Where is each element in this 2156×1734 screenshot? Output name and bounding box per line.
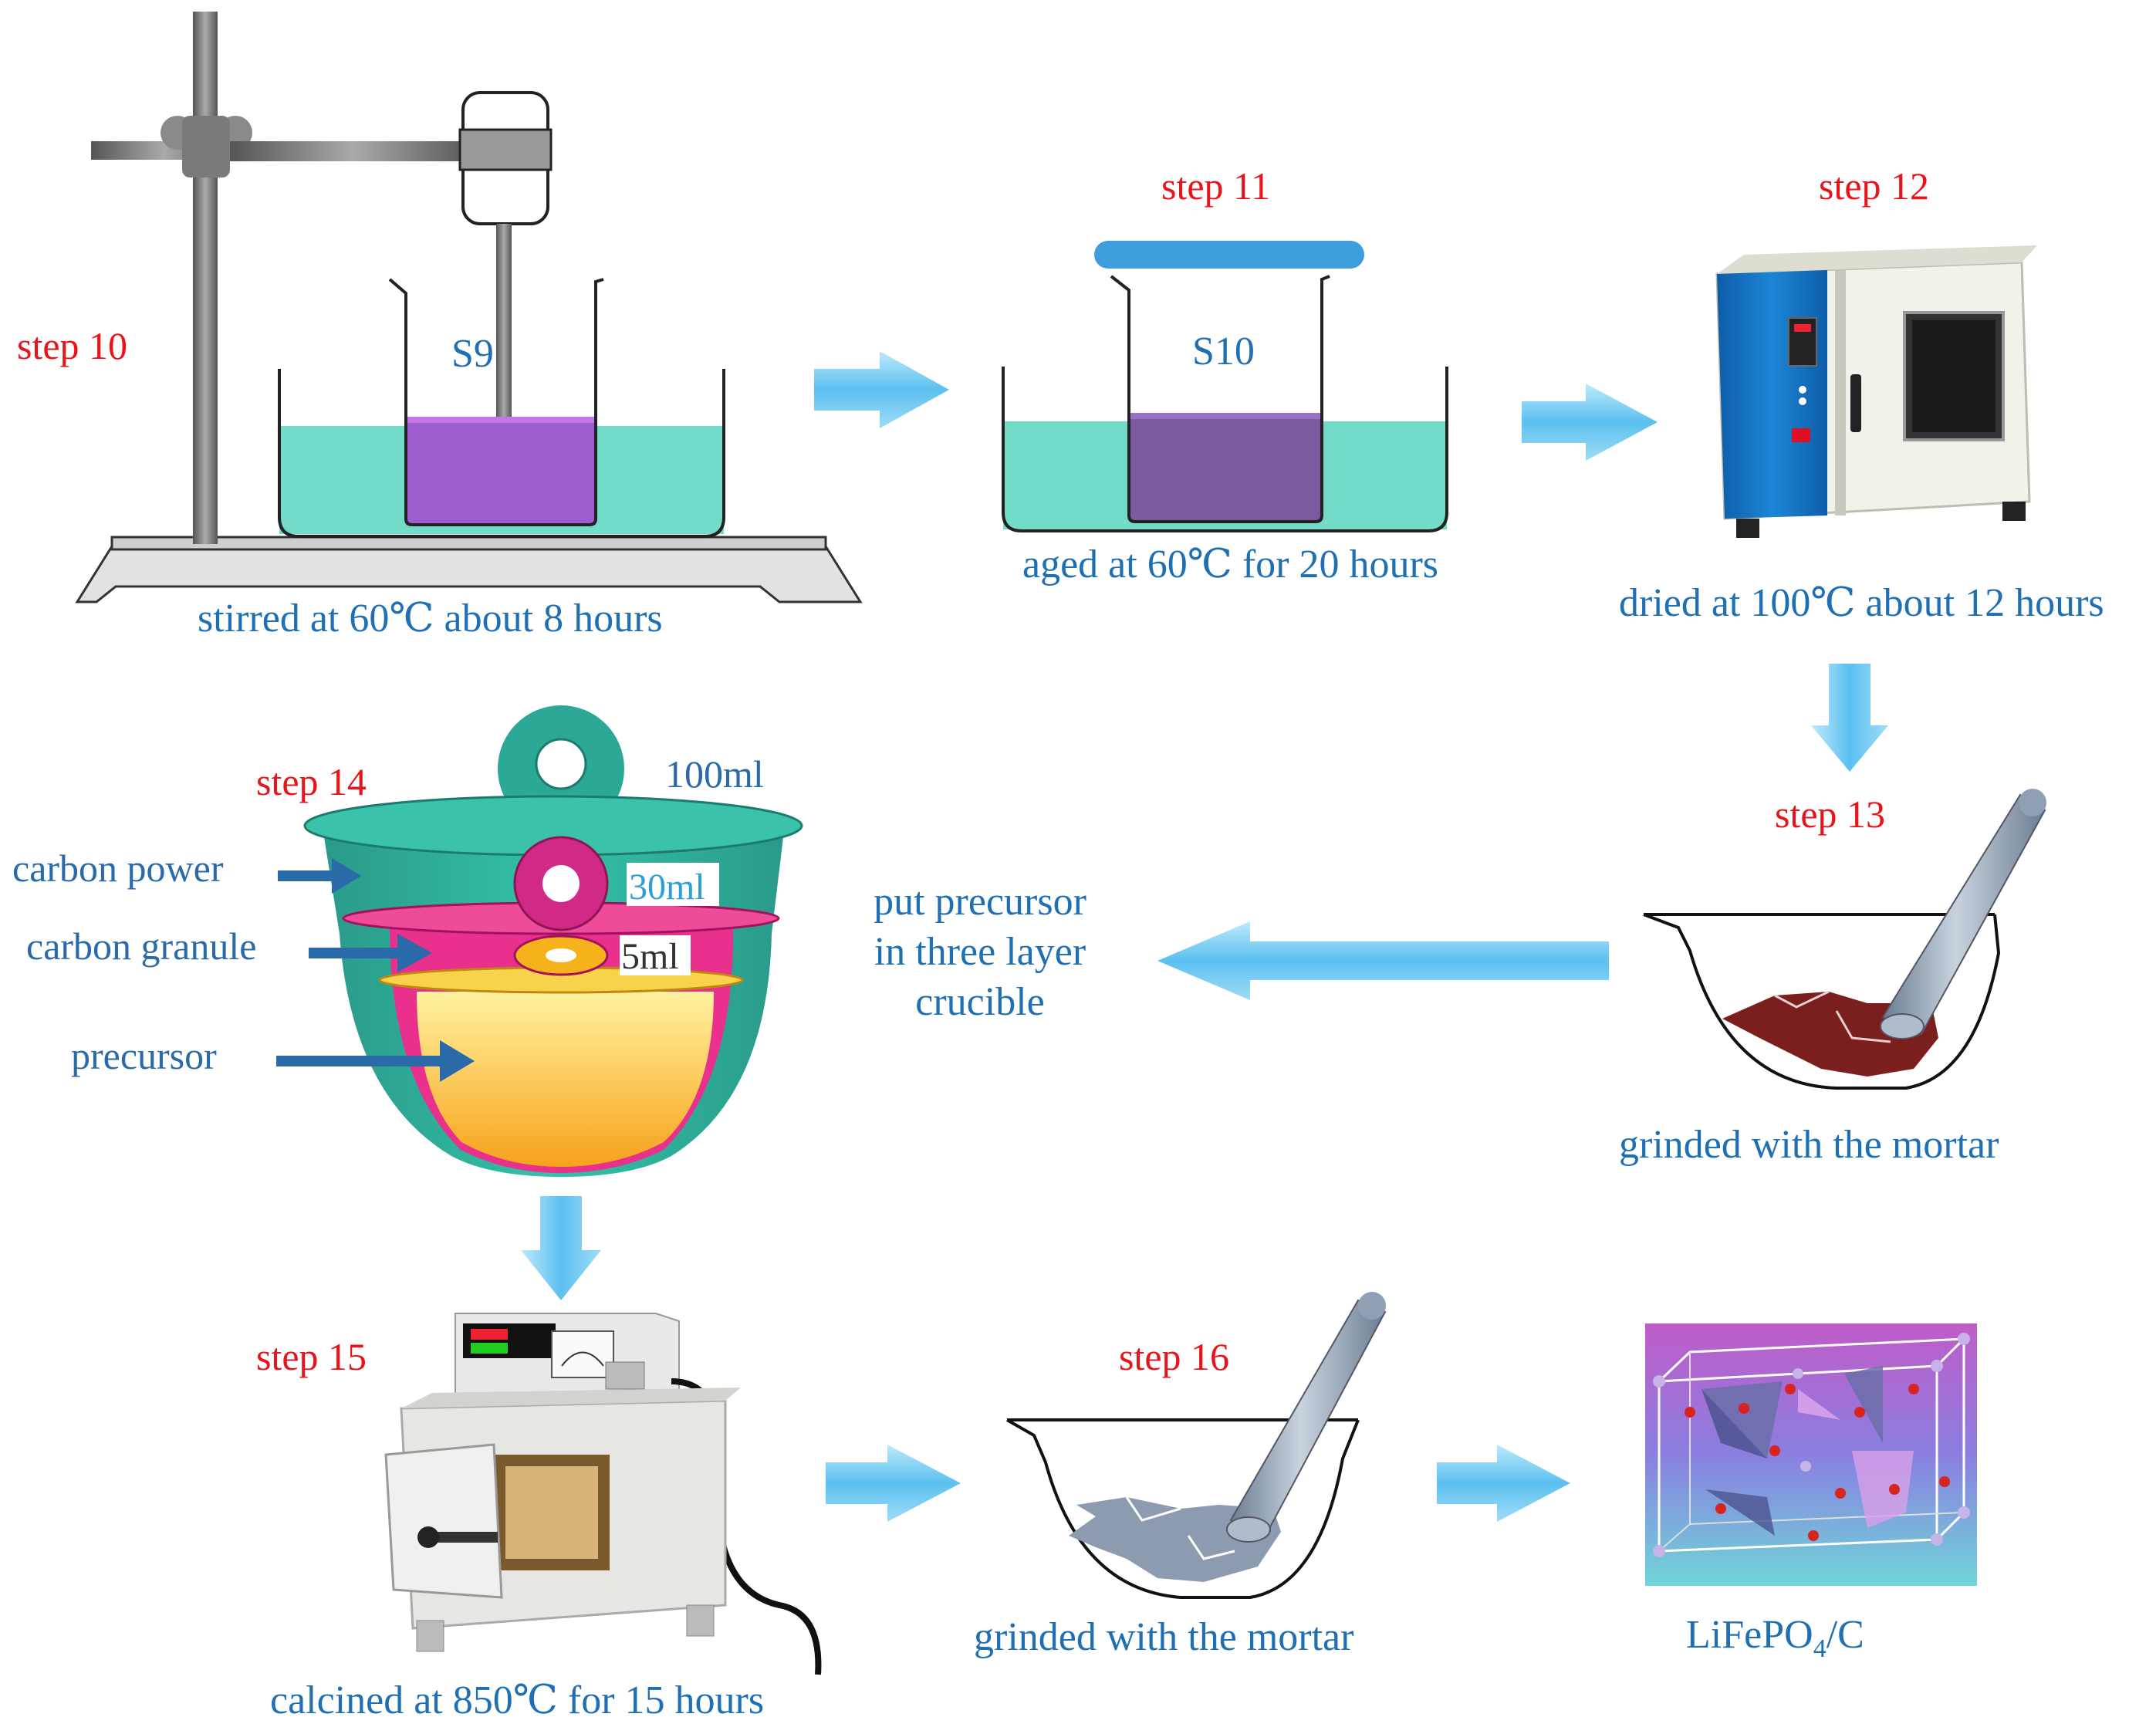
flow-arrow-right — [1522, 384, 1658, 461]
step13-label: step 13 — [1775, 793, 1885, 836]
carbon-granule-label: carbon granule — [26, 924, 256, 968]
step14-crucible: step 14 100ml 30ml 5ml carbon power carb… — [12, 705, 803, 1177]
product-formula: LiFePO — [1686, 1613, 1813, 1657]
clamp-body — [182, 116, 230, 177]
flow-arrow-down — [521, 1196, 601, 1300]
step16-label: step 16 — [1119, 1335, 1229, 1378]
product-suffix: /C — [1827, 1613, 1864, 1657]
beaker-s10 — [1110, 275, 1330, 523]
stand-rod — [193, 12, 218, 544]
beaker-lid — [1094, 241, 1364, 269]
precursor-label: precursor — [71, 1034, 217, 1077]
step12-label: step 12 — [1819, 164, 1929, 208]
stand-base-top — [110, 536, 827, 551]
flow-arrow-down — [1811, 664, 1888, 772]
volume-middle-label: 30ml — [629, 867, 705, 908]
mortar-icon — [1006, 1292, 1387, 1599]
beaker-s10-label: S10 — [1192, 330, 1255, 374]
step15-label: step 15 — [256, 1335, 367, 1378]
flow-arrow-right — [1437, 1445, 1570, 1522]
oven-icon — [1715, 245, 2037, 538]
water-bath — [278, 369, 725, 538]
grind1-caption: grinded with the mortar — [1619, 1123, 1999, 1167]
product-subscript: 4 — [1813, 1634, 1827, 1663]
water-bath — [1002, 367, 1448, 532]
step14-label: step 14 — [256, 760, 367, 803]
put-precursor-line3: crucible — [915, 980, 1044, 1024]
calcined-caption: calcined at 850℃ for 15 hours — [270, 1678, 764, 1722]
mortar-icon — [1643, 789, 2046, 1090]
pointer-arrow — [276, 1040, 475, 1082]
flow-arrow-right — [814, 351, 949, 428]
pointer-arrow — [309, 934, 432, 972]
step12-drying: step 12 dried at 100℃ about 12 hours — [1619, 164, 2104, 625]
grind2-caption: grinded with the mortar — [974, 1615, 1353, 1659]
crystal-icon — [1645, 1323, 1977, 1586]
furnace-icon — [384, 1313, 822, 1675]
put-precursor-line1: put precursor — [874, 880, 1086, 924]
aged-caption: aged at 60℃ for 20 hours — [1022, 543, 1438, 586]
beaker-s9 — [388, 278, 604, 526]
crucible-inner — [417, 992, 714, 1167]
stirred-caption: stirred at 60℃ about 8 hours — [198, 597, 663, 641]
flow-arrow-left — [1157, 921, 1609, 1000]
step10-label: step 10 — [17, 324, 127, 367]
step16-grinding: step 16 grinded with the mortar — [974, 1292, 1387, 1659]
carbon-power-label: carbon power — [12, 847, 224, 890]
stand-base — [75, 545, 863, 603]
step10-stirring-apparatus: S9 step 10 stirred at 60℃ about 8 hours — [17, 12, 863, 641]
solution-s9 — [406, 417, 596, 525]
flow-arrow-right — [826, 1445, 961, 1522]
final-product: LiFePO4/C — [1645, 1323, 1977, 1663]
pointer-arrow — [278, 858, 361, 894]
step13-grinding: step 13 grinded with the mortar — [1619, 789, 2046, 1167]
solution-s10 — [1129, 413, 1322, 521]
product-caption: LiFePO4/C — [1686, 1613, 1864, 1663]
stirrer-icon — [458, 91, 553, 488]
dried-caption: dried at 100℃ about 12 hours — [1619, 581, 2104, 625]
beaker-s9-label: S9 — [451, 332, 494, 376]
put-precursor-line2: in three layer — [874, 930, 1086, 974]
volume-outer-label: 100ml — [665, 752, 764, 796]
step11-aging: step 11 S10 aged at 60℃ for 20 hours — [1002, 164, 1448, 586]
step15-calcination: step 15 calcined at 850℃ for 15 hours — [256, 1313, 822, 1722]
step11-label: step 11 — [1161, 164, 1270, 208]
clamp-arm-right — [230, 141, 477, 161]
volume-inner-label: 5ml — [621, 936, 679, 977]
